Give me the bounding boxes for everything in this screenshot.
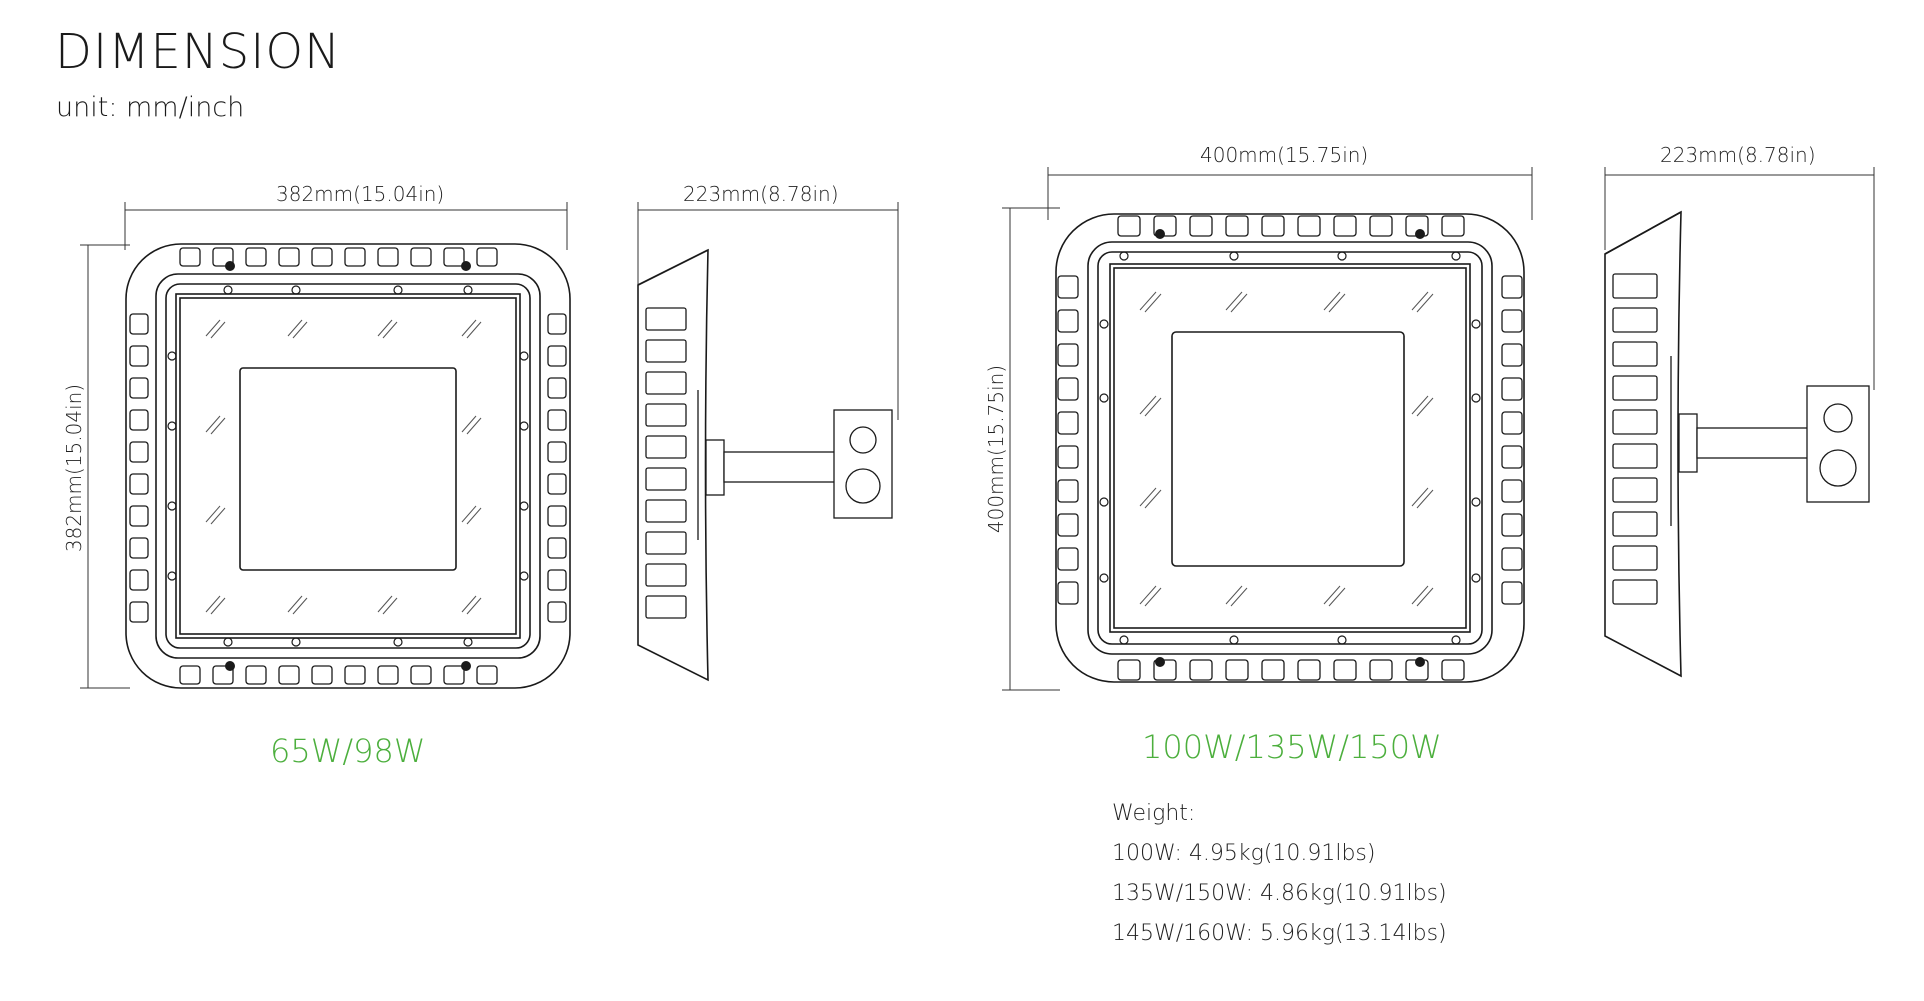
model2-side-view-drawing — [1604, 210, 1870, 678]
model1-side-view-drawing — [637, 248, 893, 682]
weight-label: Weight: — [1112, 801, 1196, 826]
model2-wattage: 100W/135W/150W — [1142, 728, 1442, 766]
model1-front-width: 382mm(15.04in) — [276, 182, 445, 206]
model2-front-view-drawing — [1055, 213, 1525, 683]
model1-wattage: 65W/98W — [270, 732, 426, 770]
model2-side-depth: 223mm(8.78in) — [1660, 143, 1816, 167]
page-title: DIMENSION — [55, 24, 342, 80]
weight-line-145w-160w: 145W/160W: 5.96kg(13.14lbs) — [1112, 921, 1447, 946]
model1-side-depth: 223mm(8.78in) — [683, 182, 839, 206]
model1-front-height: 382mm(15.04in) — [62, 383, 86, 553]
unit-label: unit: mm/inch — [56, 92, 245, 123]
weight-line-100w: 100W: 4.95kg(10.91lbs) — [1112, 841, 1376, 866]
weight-line-135w-150w: 135W/150W: 4.86kg(10.91lbs) — [1112, 881, 1447, 906]
model2-front-height: 400mm(15.75in) — [984, 364, 1008, 534]
model2-front-width: 400mm(15.75in) — [1200, 143, 1369, 167]
model1-front-view-drawing — [125, 243, 571, 689]
